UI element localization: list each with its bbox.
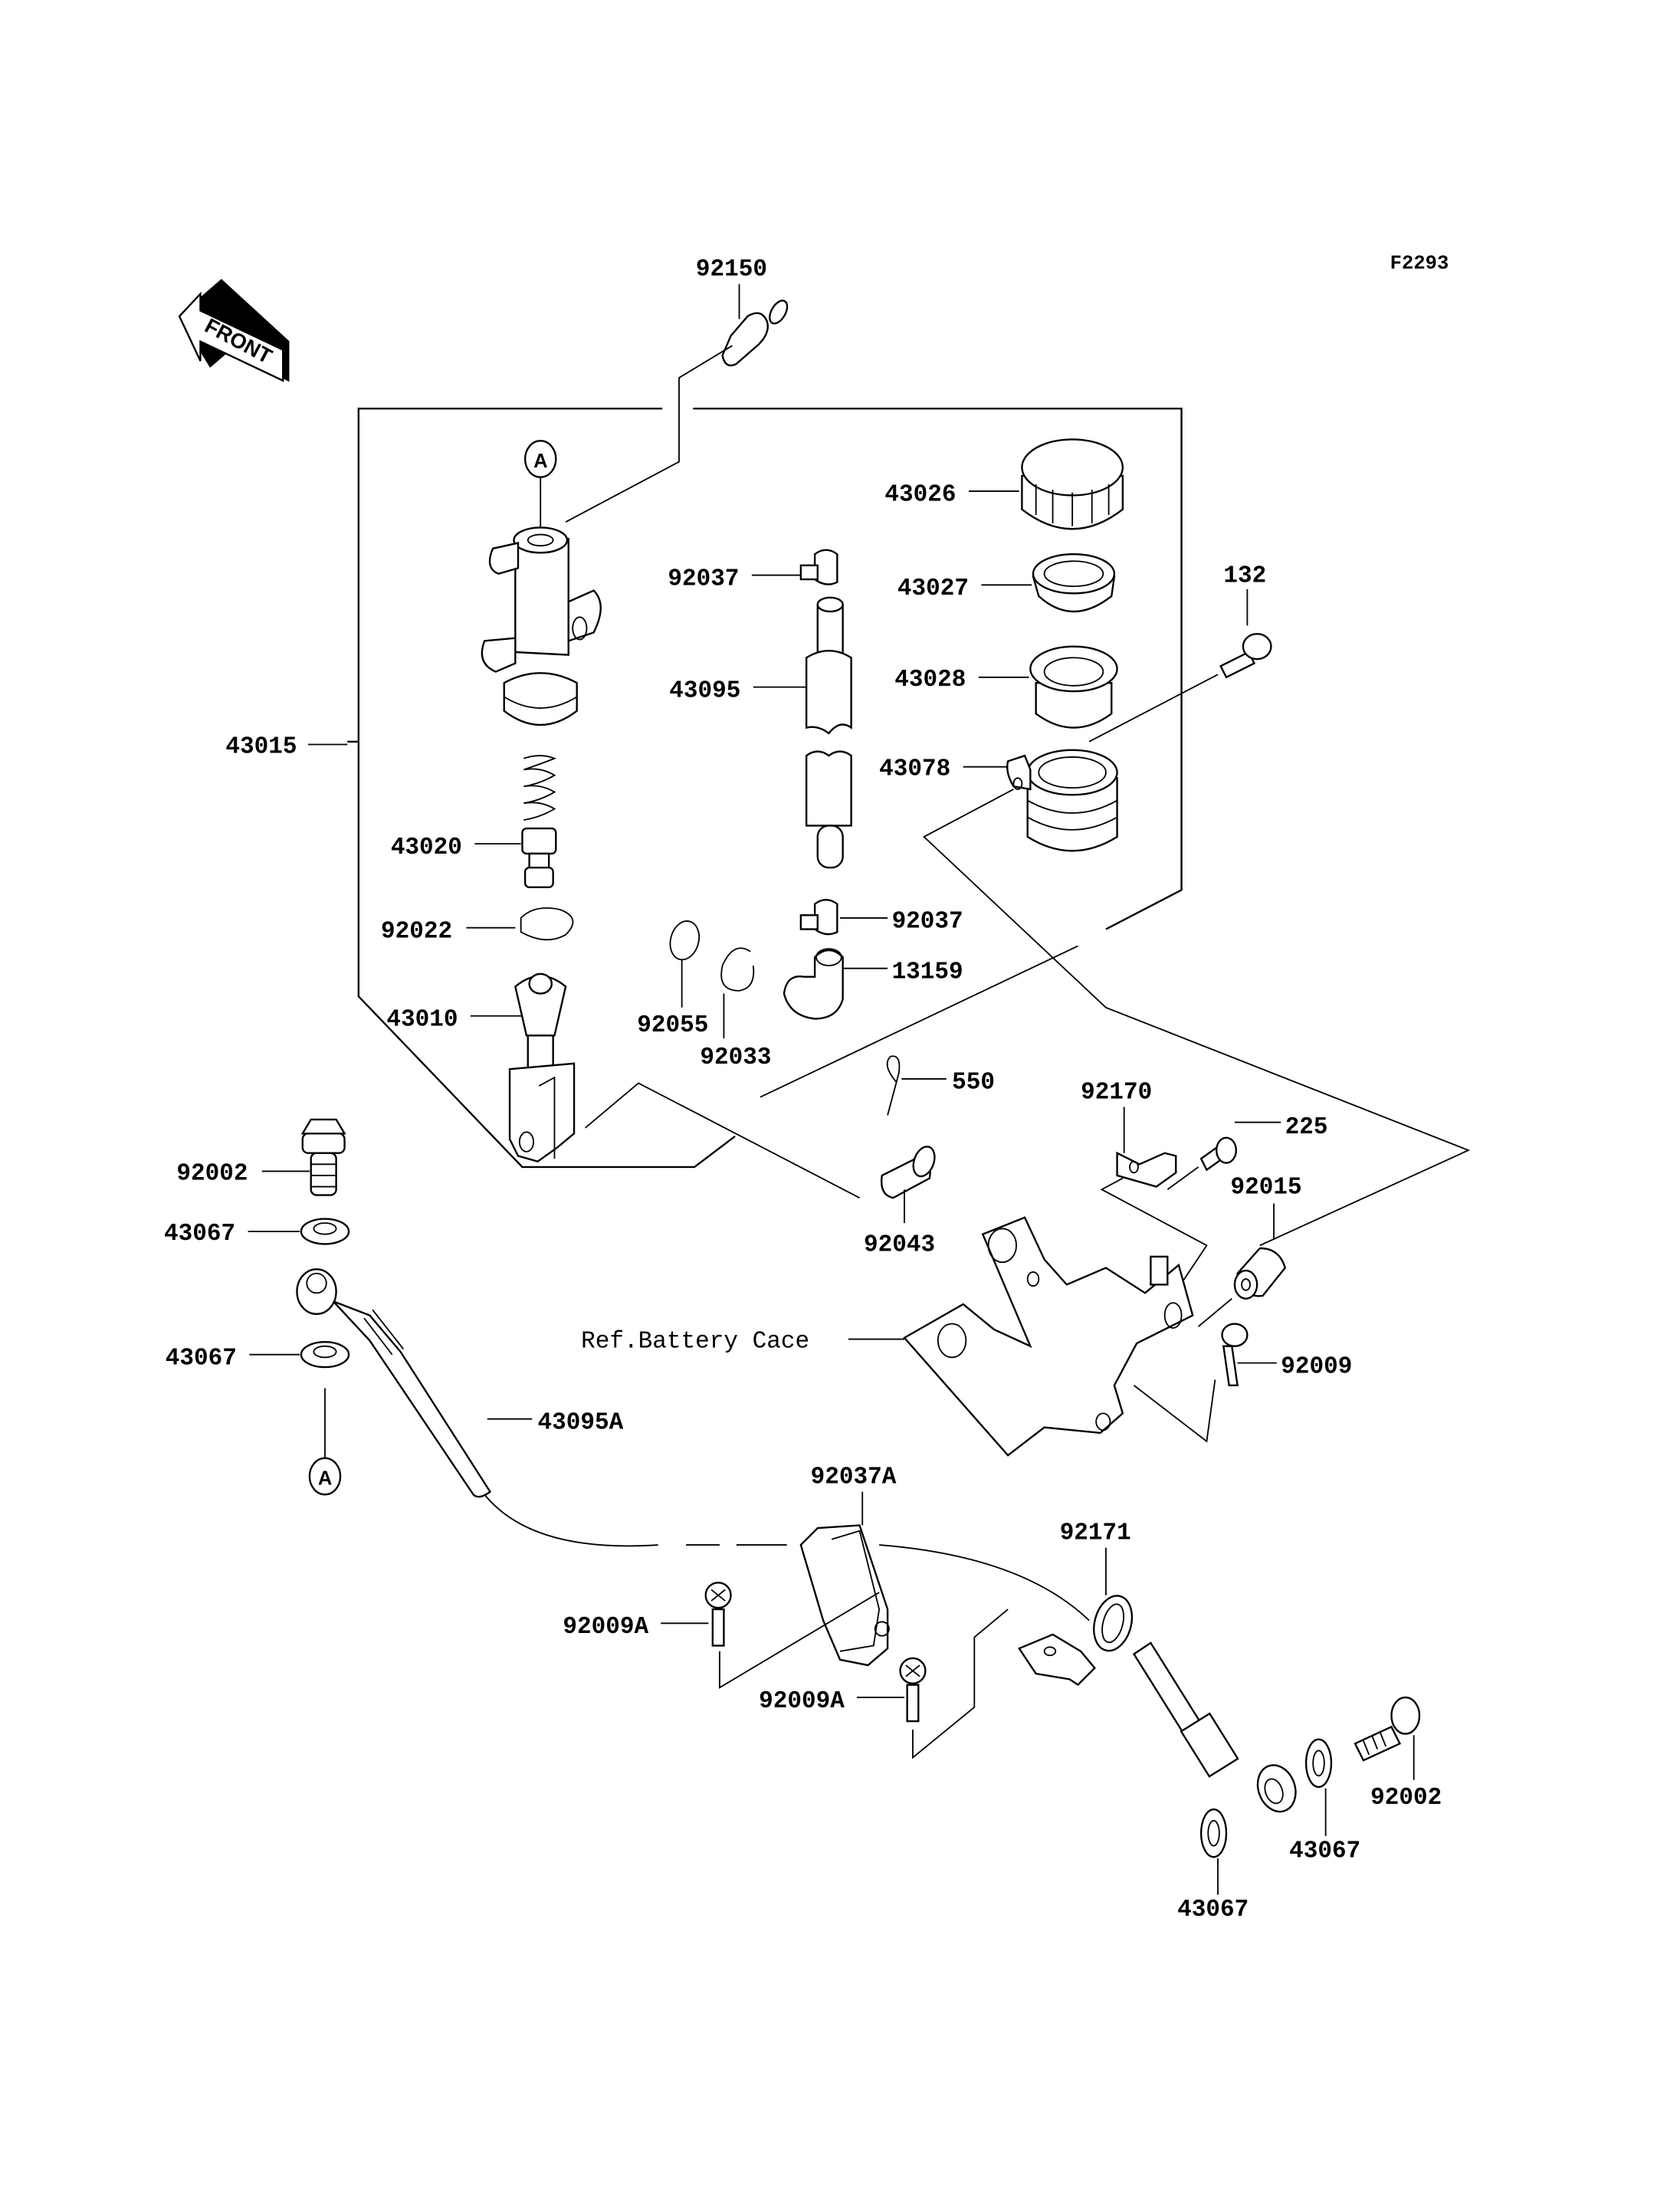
part-92037-clamp-bottom: 92037 (799, 899, 963, 936)
label-13159[interactable]: 13159 (892, 959, 963, 985)
label-92037A[interactable]: 92037A (811, 1464, 897, 1491)
part-92171-clamp: 92171 (1017, 1520, 1134, 1687)
label-43067-left-bottom[interactable]: 43067 (166, 1345, 237, 1372)
part-92170-bracket: 92170 (1081, 1080, 1208, 1288)
label-225[interactable]: 225 (1285, 1114, 1328, 1141)
assembly-frame-43015 (347, 408, 1183, 1169)
label-92171[interactable]: 92171 (1060, 1520, 1131, 1547)
part-43095A-brake-hose: 43095A (296, 1268, 787, 1547)
reference-marker-a-top: A (523, 440, 557, 530)
assembly-lines-middle (585, 945, 1078, 1199)
label-92037-bottom[interactable]: 92037 (892, 909, 963, 936)
label-92043[interactable]: 92043 (864, 1232, 935, 1259)
part-43095A-hose-end (1132, 1641, 1297, 1813)
diagram-code: F2293 (1390, 253, 1449, 275)
label-92055[interactable]: 92055 (637, 1012, 708, 1039)
part-132-bolt: 132 (1088, 563, 1272, 743)
part-92009A-screw-right: 92009A (759, 1608, 1009, 1759)
svg-text:A: A (533, 451, 547, 472)
reference-marker-a-bottom: A (308, 1457, 342, 1496)
part-43020-spring-piston: 43020 (391, 755, 557, 888)
label-43067-left-top[interactable]: 43067 (164, 1221, 235, 1248)
label-92002-left[interactable]: 92002 (176, 1160, 248, 1187)
part-92009A-screw-left: 92009A (563, 1582, 732, 1647)
label-92009A-left[interactable]: 92009A (563, 1614, 648, 1641)
label-43027[interactable]: 43027 (897, 575, 969, 602)
part-92055-o-ring: 92055 (637, 920, 708, 1039)
label-92150[interactable]: 92150 (696, 257, 767, 284)
label-43067-bottom[interactable]: 43067 (1177, 1897, 1249, 1923)
part-92043-pin: 92043 (864, 1146, 936, 1259)
part-43067-washer-left-top: 43067 (164, 1218, 350, 1248)
part-43028-diaphragm: 43028 (894, 645, 1118, 729)
part-43067-washer-left-bottom: 43067 (166, 1341, 350, 1461)
front-arrow-icon: FRONT (178, 278, 290, 382)
part-43026-reservoir-cap: 43026 (884, 438, 1124, 530)
part-43067-washer-right: 43067 (1289, 1738, 1360, 1864)
part-225-screw: 225 (1166, 1114, 1328, 1190)
label-43026[interactable]: 43026 (884, 482, 956, 509)
part-13159-elbow-fitting: 13159 (783, 948, 963, 1020)
part-43027-diaphragm-plate: 43027 (897, 553, 1116, 613)
label-43078[interactable]: 43078 (879, 756, 950, 783)
label-43010[interactable]: 43010 (386, 1007, 458, 1034)
label-550[interactable]: 550 (952, 1070, 995, 1097)
label-92037-top[interactable]: 92037 (668, 566, 739, 592)
part-92002-banjo-bolt-right: 92002 (1354, 1696, 1442, 1812)
label-ref-battery-case[interactable]: Ref.Battery Cace (581, 1329, 809, 1356)
label-92009A-right[interactable]: 92009A (759, 1688, 845, 1715)
svg-text:A: A (318, 1468, 332, 1490)
part-92022-circlip: 92022 (381, 907, 574, 945)
label-132[interactable]: 132 (1223, 563, 1266, 590)
part-43067-washer-bottom: 43067 (1177, 1808, 1249, 1923)
part-92037A-hose-guide: 92037A (719, 1464, 1090, 1689)
part-43095-hose: 43095 (669, 596, 852, 869)
label-43067-right[interactable]: 43067 (1289, 1838, 1360, 1864)
label-43095A[interactable]: 43095A (538, 1409, 624, 1436)
part-92037-clamp-top: 92037 (668, 549, 838, 592)
part-92150-bolt: 92150 (565, 257, 789, 523)
part-43078-reservoir: 43078 (879, 749, 1471, 1247)
part-92015-collar: 92015 (1197, 1175, 1302, 1327)
part-master-cylinder-body (481, 526, 602, 726)
label-92009[interactable]: 92009 (1281, 1353, 1352, 1380)
part-92009-screw: 92009 (1221, 1323, 1352, 1387)
label-43028[interactable]: 43028 (894, 667, 966, 694)
part-92002-banjo-bolt-left: 92002 (176, 1118, 346, 1196)
label-43020[interactable]: 43020 (391, 835, 462, 861)
label-43015[interactable]: 43015 (225, 733, 297, 760)
label-92015[interactable]: 92015 (1230, 1175, 1301, 1202)
label-92033[interactable]: 92033 (700, 1044, 771, 1071)
part-550-cotter-pin: 550 (886, 1055, 995, 1116)
label-92022[interactable]: 92022 (381, 918, 452, 945)
part-43010-push-rod: 43010 (386, 972, 576, 1162)
part-battery-case-bracket: Ref.Battery Cace (581, 1216, 1216, 1457)
label-92170[interactable]: 92170 (1081, 1080, 1152, 1107)
part-92033-circlip: 92033 (700, 947, 771, 1071)
label-92002-right[interactable]: 92002 (1370, 1785, 1442, 1812)
label-43095[interactable]: 43095 (669, 677, 740, 704)
